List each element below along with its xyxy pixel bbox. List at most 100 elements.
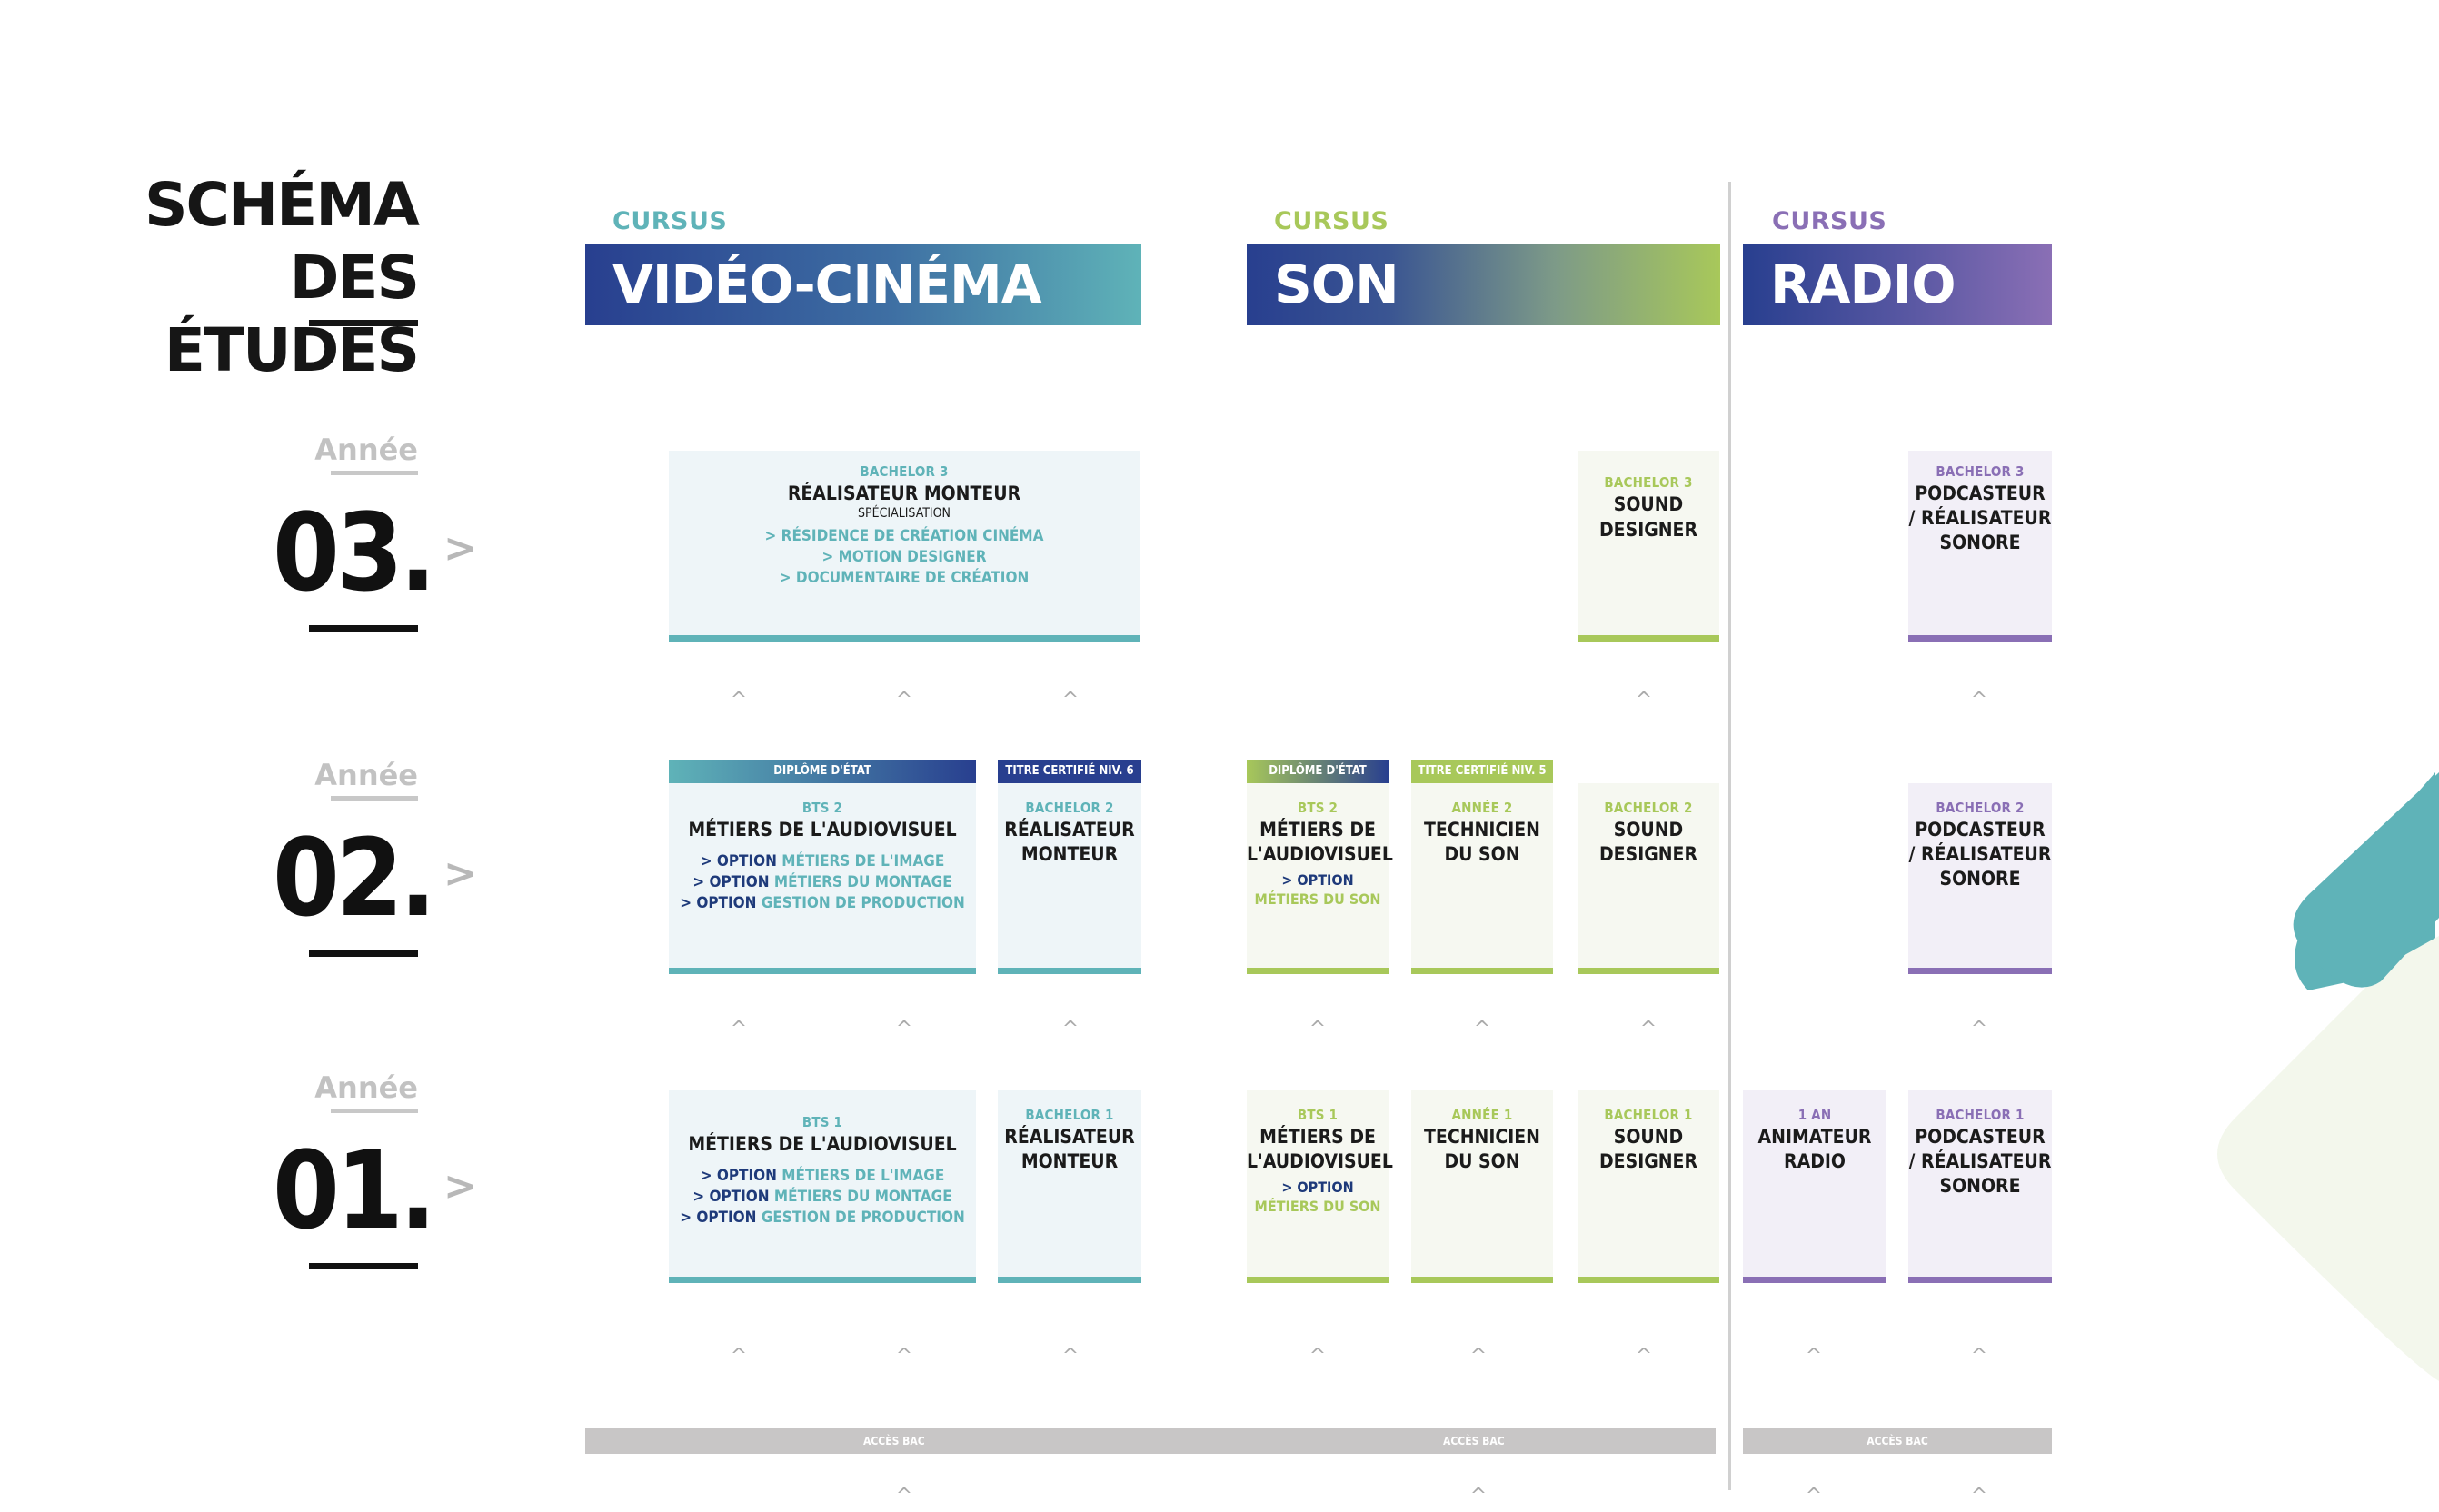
card-bottom-bar (1578, 1277, 1719, 1283)
card-option-1: > RÉSIDENCE DE CRÉATION CINÉMA (764, 527, 1044, 545)
card-title-line-1: MÉTIERS DE (1259, 819, 1376, 841)
access-bac-label: ACCÈS BAC (1443, 1435, 1505, 1447)
card-animateur-radio: 1 AN ANIMATEUR RADIO (1743, 1090, 1886, 1283)
option-keyword: > OPTION (700, 1167, 777, 1185)
arrow-up-icon: ^ (1473, 1018, 1491, 1040)
year-3-rule (309, 625, 418, 632)
title-underline (309, 320, 418, 326)
card-bottom-bar (1578, 968, 1719, 974)
card-technicien-son-a1: ANNÉE 1 TECHNICIEN DU SON (1411, 1090, 1553, 1283)
cursus-divider (1728, 182, 1731, 1490)
arrow-up-icon: ^ (895, 689, 913, 711)
arrow-up-icon: ^ (1061, 1345, 1080, 1368)
arrow-up-icon: ^ (730, 1345, 748, 1368)
cursus-video-kicker: CURSUS (612, 207, 728, 235)
card-bts2-audiovisuel: BTS 2 MÉTIERS DE L'AUDIOVISUEL > OPTION … (669, 783, 976, 974)
year-2-label: Année (314, 758, 418, 792)
card-level: BACHELOR 1 (1936, 1107, 2025, 1123)
year-3-label: Année (314, 433, 418, 467)
option-keyword: > OPTION (700, 852, 777, 870)
option-keyword: > OPTION (1281, 1179, 1354, 1196)
page-title: SCHÉMA DES ÉTUDES (36, 169, 420, 387)
arrow-up-icon: ^ (895, 1345, 913, 1368)
year-2-number: 02. (273, 815, 436, 940)
access-bac-bar-radio: ACCÈS BAC (1743, 1428, 2052, 1454)
option-image: MÉTIERS DE L'IMAGE (781, 1167, 945, 1185)
option-keyword: > OPTION (1281, 871, 1354, 889)
card-bottom-bar (1411, 968, 1553, 974)
card-bottom-bar (1908, 968, 2052, 974)
card-level: BACHELOR 2 (1604, 800, 1693, 816)
card-sound-designer-b2: BACHELOR 2 SOUND DESIGNER (1578, 783, 1719, 974)
tag-titre-certifie-5: TITRE CERTIFIÉ NIV. 5 (1411, 760, 1553, 783)
year-2-rule (309, 950, 418, 957)
arrow-up-icon: ^ (1970, 1345, 1988, 1368)
card-title-line-1: TECHNICIEN (1424, 1126, 1540, 1148)
arrow-up-icon: ^ (1639, 1018, 1658, 1040)
card-title-line-1: PODCASTEUR (1915, 482, 2046, 504)
arrow-up-icon: ^ (1309, 1345, 1327, 1368)
card-level: ANNÉE 1 (1451, 1107, 1513, 1123)
year-3-number: 03. (273, 490, 436, 615)
card-realisateur-monteur-b2: BACHELOR 2 RÉALISATEUR MONTEUR (998, 783, 1141, 974)
card-bottom-bar (1578, 635, 1719, 642)
card-title-line-2: DU SON (1444, 1150, 1520, 1172)
tag-titre-certifie-6: TITRE CERTIFIÉ NIV. 6 (998, 760, 1141, 783)
card-bottom-bar (1908, 1277, 2052, 1283)
card-level: BTS 1 (1297, 1107, 1339, 1123)
card-podcasteur-b3: BACHELOR 3 PODCASTEUR / RÉALISATEUR SONO… (1908, 451, 2052, 642)
card-title-line-3: SONORE (1939, 1175, 2021, 1197)
tag-diplome-etat-son: DIPLÔME D'ÉTAT (1247, 760, 1389, 783)
card-bottom-bar (998, 968, 1141, 974)
arrow-up-icon: ^ (1805, 1345, 1823, 1368)
card-podcasteur-b2: BACHELOR 2 PODCASTEUR / RÉALISATEUR SONO… (1908, 783, 2052, 974)
card-title-line-2: DESIGNER (1598, 519, 1697, 541)
card-bottom-bar (1247, 1277, 1389, 1283)
option-metiers-son: MÉTIERS DU SON (1254, 1198, 1381, 1215)
card-realisateur-monteur-b1: BACHELOR 1 RÉALISATEUR MONTEUR (998, 1090, 1141, 1283)
card-title-line-2: DESIGNER (1598, 1150, 1697, 1172)
year-1-label-rule (331, 1109, 418, 1113)
card-realisateur-monteur-b3: BACHELOR 3 RÉALISATEUR MONTEUR SPÉCIALIS… (669, 451, 1140, 642)
card-title-line-2: / RÉALISATEUR (1908, 843, 2052, 865)
decorative-shapes (2217, 772, 2439, 1381)
card-option-2: > MOTION DESIGNER (821, 548, 987, 566)
card-bottom-bar (998, 1277, 1141, 1283)
card-level: BACHELOR 1 (1604, 1107, 1693, 1123)
card-level: BACHELOR 3 (860, 463, 949, 480)
card-bts1-audiovisuel: BTS 1 MÉTIERS DE L'AUDIOVISUEL > OPTION … (669, 1090, 976, 1283)
card-sound-designer-b1: BACHELOR 1 SOUND DESIGNER (1578, 1090, 1719, 1283)
year-3-chevron: > (443, 525, 477, 572)
card-title: MÉTIERS DE L'AUDIOVISUEL (688, 819, 957, 841)
arrow-up-icon: ^ (895, 1485, 913, 1507)
card-bottom-bar (1908, 635, 2052, 642)
arrow-up-icon: ^ (1469, 1345, 1488, 1368)
card-title: MÉTIERS DE L'AUDIOVISUEL (688, 1133, 957, 1155)
card-level: BTS 1 (801, 1114, 843, 1130)
card-title: RÉALISATEUR MONTEUR (787, 482, 1021, 504)
card-level: BACHELOR 3 (1936, 463, 2025, 480)
card-title-line-2: L'AUDIOVISUEL (1247, 843, 1393, 865)
card-bottom-bar (1743, 1277, 1886, 1283)
page-title-line-1: SCHÉMA (144, 170, 420, 240)
arrow-up-icon: ^ (1805, 1485, 1823, 1507)
year-3-label-rule (331, 471, 418, 475)
arrow-up-icon: ^ (730, 689, 748, 711)
card-level: BACHELOR 1 (1025, 1107, 1114, 1123)
tag-diplome-etat: DIPLÔME D'ÉTAT (669, 760, 976, 783)
card-bottom-bar (669, 1277, 976, 1283)
card-title-line-1: TECHNICIEN (1424, 819, 1540, 841)
year-2-chevron: > (443, 850, 477, 897)
year-1-chevron: > (443, 1163, 477, 1209)
card-title-line-2: MONTEUR (1020, 1150, 1119, 1172)
arrow-up-icon: ^ (1061, 689, 1080, 711)
arrow-up-icon: ^ (1970, 1018, 1988, 1040)
arrow-up-icon: ^ (1635, 1345, 1653, 1368)
year-1-number: 01. (273, 1128, 436, 1253)
option-metiers-son: MÉTIERS DU SON (1254, 890, 1381, 908)
card-title-line-1: RÉALISATEUR (1004, 819, 1135, 841)
arrow-up-icon: ^ (1970, 1485, 1988, 1507)
card-title-line-3: SONORE (1939, 532, 2021, 553)
card-title-line-3: SONORE (1939, 868, 2021, 890)
card-level: BACHELOR 2 (1025, 800, 1114, 816)
